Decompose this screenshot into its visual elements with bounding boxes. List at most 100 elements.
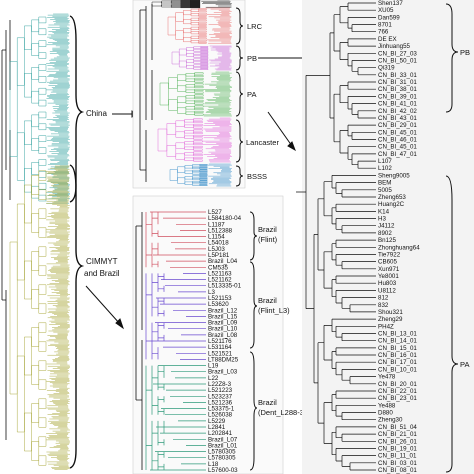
brazil-detail-backbone <box>135 212 143 470</box>
pb-pa-tip-label: Zheng653 <box>378 194 406 201</box>
brazil-tip-label: L521162 <box>208 277 232 284</box>
brazil-tip-label: L526038 <box>208 412 233 419</box>
flint-brace <box>249 211 258 261</box>
brazil-tip-label: Brazil_L09 <box>208 320 238 327</box>
bsss-clade <box>169 163 232 187</box>
brazil-tip-label: L18 <box>208 461 219 468</box>
pb-pa-tip-label: CN_BI_19_01 <box>378 445 417 452</box>
right-pa-brace <box>445 175 459 473</box>
pb-pa-tip-label: 8701 <box>378 22 392 29</box>
brazil-tip-label: L5780305 <box>208 449 236 456</box>
overview-tree-backbone <box>1 20 11 440</box>
pb-pa-tip-label: CN_BI_13_01 <box>378 331 417 338</box>
pb-pa-tip-label: CN_BI_43_01 <box>378 115 417 122</box>
cimmyt-arrow <box>85 285 121 325</box>
brazil-tip-label: L54018 <box>208 240 229 247</box>
brazil-tip-label: L521163 <box>208 270 232 277</box>
lrc-clade <box>167 7 232 44</box>
pb-pa-tip-label: Bn125 <box>378 237 396 244</box>
pb-pa-tip-label: CN_BI_47_01 <box>378 151 417 158</box>
brazil-tip-label: L521236 <box>208 399 233 406</box>
pb-pa-tip-label: Hu803 <box>378 280 397 287</box>
brazil-tip-label: L22Z8-3 <box>208 381 232 388</box>
pb-pa-tip-label: Shen137 <box>378 0 403 7</box>
brazil-tip-label: L521521 <box>208 350 233 357</box>
bsss-brace <box>235 165 244 187</box>
cimmyt-label-line2: and Brazil <box>84 269 120 278</box>
pb-pa-tip-label: L102 <box>378 165 392 172</box>
pb-pa-tip-label: Tie7922 <box>378 252 401 259</box>
pb-pa-branches <box>296 2 376 471</box>
brazil-tip-label: L22 <box>208 375 219 382</box>
brazil-group-braces <box>249 211 258 471</box>
pa-clade <box>159 71 232 117</box>
brazil-tip-label: L202841 <box>208 430 233 437</box>
pb-pa-tip-label: Jinhuang55 <box>378 43 411 50</box>
china-clade-brace <box>69 15 85 203</box>
overview-tree: China CIMMYT and Brazil <box>1 13 120 470</box>
dent-clade-branches <box>145 365 206 471</box>
pb-pa-tip-label: U8112 <box>378 287 396 294</box>
brazil-tip-label: L19 <box>208 363 219 370</box>
lancaster-clade <box>157 117 232 163</box>
cimmyt-clade-brace <box>69 164 85 469</box>
pb-pa-tip-label: 812 <box>378 295 389 302</box>
pb-label: PB <box>247 54 257 63</box>
pb-pa-tip-label: CN_BI_27_03 <box>378 50 417 57</box>
pb-pa-tip-label: 832 <box>378 302 389 309</box>
cimmyt-brazil-clade <box>9 165 70 470</box>
pb-pa-tip-label: 5005 <box>378 187 392 194</box>
cimmyt-clade-tree <box>9 165 70 470</box>
pb-pa-tip-label: CN_BI_45_01 <box>378 129 417 136</box>
brazil-tip-labels: L527L584180-04L1187L512388L1154L54018L5J… <box>208 209 242 474</box>
flintl3-brace <box>249 261 258 349</box>
dent-brace <box>249 351 258 471</box>
china-subclades <box>151 0 232 187</box>
brazil-tip-label: LT88DM25 <box>208 356 239 363</box>
brazil-dent-label-1: Brazil <box>258 398 277 407</box>
brazil-tip-label: L5229 <box>208 418 226 425</box>
brazil-tip-label: L53620 <box>208 301 229 308</box>
lrc-clade-branches <box>167 7 232 44</box>
brazil-tip-label: Brazil_L12 <box>208 307 238 314</box>
brazil-tip-label: L527 <box>208 209 222 216</box>
pb-pa-tip-label: DE EX <box>378 36 397 43</box>
pb-pa-tip-label: CN_BI_17_01 <box>378 359 417 366</box>
pb-brace <box>235 45 244 71</box>
pb-pa-tip-label: Sheng9005 <box>378 172 410 179</box>
pb-pa-tip-label: Dan599 <box>378 14 400 21</box>
flintl3-clade-branches <box>145 273 206 360</box>
pb-pa-tip-label: H3 <box>378 216 386 223</box>
pb-pa-tip-label: CN_BI_16_01 <box>378 352 417 359</box>
china-detail-backbone <box>139 4 153 182</box>
pb-pa-tip-label: CN_BI_14_01 <box>378 338 417 345</box>
china-detail-tree: LRC PB PA Lancaster BSSS <box>132 0 279 189</box>
pb-pa-detail-frame <box>302 0 474 474</box>
pb-pa-tip-label: 766 <box>378 29 389 36</box>
brazil-flintl3-label-2: (Flint_L3) <box>258 306 290 315</box>
pb-pa-tip-label: CN_BI_38_01 <box>378 86 417 93</box>
pb-clade <box>171 45 232 71</box>
pb-pa-tip-label: CN_BI_10_01 <box>378 366 417 373</box>
pb-clade-branches <box>171 45 232 71</box>
brazil-tip-label: Brazil_L10 <box>208 326 238 333</box>
bsss-clade-branches <box>169 163 232 187</box>
pb-pa-tip-label: CN_BI_41_01 <box>378 101 417 108</box>
cimmyt-arrow-head <box>115 318 124 330</box>
brazil-tip-label: L512388 <box>208 227 233 234</box>
lancaster-label: Lancaster <box>246 138 279 147</box>
pb-pa-tip-label: Zheng29 <box>378 316 403 323</box>
lrc-brace <box>235 7 244 45</box>
brazil-tip-label: Brazil_L01 <box>208 442 238 449</box>
right-pb-label: PB <box>460 48 470 57</box>
brazil-flint-label-2: (Flint) <box>258 235 278 244</box>
cimmyt-label-line1: CIMMYT <box>86 257 118 266</box>
pa-arrow-head <box>287 141 296 152</box>
cimmyt-clade-tree-branches <box>9 165 70 470</box>
brazil-tip-label: L1187 <box>208 221 225 228</box>
china-group-braces <box>235 7 244 187</box>
brazil-detail-tree: L527L584180-04L1187L512388L1154L54018L5J… <box>132 195 307 474</box>
brazil-flintl3-label-1: Brazil <box>258 296 277 305</box>
brazil-dent-label-2: (Dent_L288-3) <box>258 408 307 417</box>
